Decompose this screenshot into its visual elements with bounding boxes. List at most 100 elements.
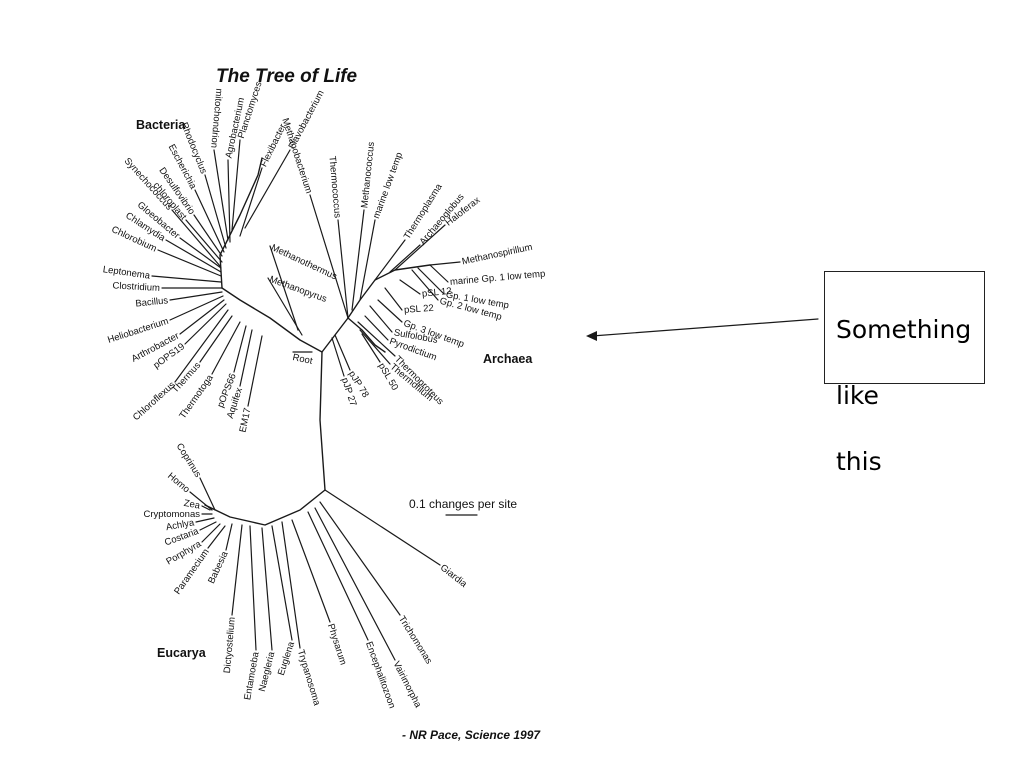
branch-naegleria [261, 527, 273, 651]
taxon-label-psl-12: pSL 12 [421, 286, 452, 300]
branch-giardia [324, 489, 441, 566]
branch-chloroplast [185, 219, 223, 263]
branch-methanococcus [351, 209, 365, 311]
taxon-label-achlya: Achlya [165, 517, 196, 533]
branch-dictyostelium [231, 524, 243, 616]
branch-synechococcus [171, 209, 221, 267]
taxon-label-em17: EM17 [238, 407, 254, 434]
branch-homo [189, 491, 213, 511]
branch-desulfovibrio [193, 214, 223, 257]
branch-pops19 [184, 303, 227, 345]
branch-gp-1-low-temp [417, 267, 445, 295]
taxon-label-zea: Zea [183, 498, 202, 512]
branch-paramecium [207, 525, 226, 549]
taxon-label-psl-22: pSL 22 [404, 303, 434, 316]
branch-physarum [291, 519, 331, 623]
branch-methanothermus [269, 245, 299, 331]
taxon-label-coprinus: Coprinus [174, 441, 204, 479]
branch-vairimorpha [314, 507, 396, 661]
taxon-label-trichomonas: Trichomonas [396, 614, 434, 666]
branch-sulfolobus [369, 305, 393, 333]
branch-coprinus [199, 477, 216, 511]
taxon-label-giardia: Giardia [438, 562, 469, 590]
taxon-label-physarum: Physarum [325, 622, 349, 666]
branch-babesia [225, 523, 233, 551]
branch-thermococcus [337, 219, 349, 319]
branch-psl-22 [384, 287, 403, 311]
taxon-label-marine-low-temp: marine low temp [371, 151, 405, 220]
taxon-label-encephalitozoon: Encephalitozoon [363, 640, 397, 710]
taxon-label-mitochondrion: mitochondrion [208, 88, 224, 148]
branch-thermotoga [211, 321, 241, 375]
taxon-label-marine-gp-1-low-temp: marine Gp. 1 low temp [450, 269, 546, 288]
taxon-label-clostridium: Clostridium [112, 280, 160, 293]
taxon-label-dictyostelium: Dictyostelium [222, 616, 238, 673]
branch-thermofilum [359, 329, 391, 365]
callout-line: this [836, 447, 882, 476]
branch-archaeoglobus [389, 244, 421, 273]
branch-encephalitozoon [307, 511, 369, 641]
branch-euglena [271, 525, 293, 641]
branch-arthrobacter [179, 299, 225, 335]
branch-marine-low-temp [359, 219, 376, 301]
bacteria-stem-branch [221, 287, 323, 353]
branch-thermus [199, 315, 233, 363]
root-label: Root [292, 352, 314, 367]
branch-pjp-78 [334, 334, 351, 371]
branch-methanobacterium [309, 194, 349, 319]
branch-haloferax [394, 224, 446, 271]
branch-chloroflexus [174, 309, 229, 383]
branch-heliobacterium [169, 295, 224, 321]
branch-porphyra [201, 523, 221, 543]
taxon-label-entamoeba: Entamoeba [242, 650, 261, 700]
branch-pyrodictium [364, 315, 389, 341]
branch-agrobacterium [227, 159, 231, 243]
tree-branches [151, 139, 461, 661]
branch-aquifex [239, 329, 253, 387]
branch-pops66 [233, 325, 247, 373]
arrow-head [586, 331, 597, 341]
bacteria-backbone-branch [219, 157, 263, 289]
eucarya-stem-branch [204, 489, 326, 526]
branch-chlorobium [157, 249, 222, 277]
branch-trichomonas [319, 501, 401, 616]
branch-chlamydia [165, 239, 222, 273]
arrow-shaft [591, 318, 819, 337]
branch-marine-gp-1-low-temp [429, 264, 449, 283]
callout-text: Something like this [836, 280, 971, 511]
branch-leptonema [151, 275, 222, 283]
taxon-label-methanopyrus: Methanopyrus [268, 274, 329, 305]
taxon-label-euglena: Euglena [276, 640, 297, 677]
callout-box: Something like this [824, 271, 985, 476]
domain-label-archaea: Archaea [483, 352, 533, 366]
citation: - NR Pace, Science 1997 [402, 728, 541, 742]
branch-zea [201, 505, 211, 511]
branch-escherichia [194, 189, 225, 253]
domain-label-bacteria: Bacteria [136, 118, 186, 132]
branch-gp-2-low-temp [411, 269, 439, 301]
branch-trypanosoma [281, 521, 301, 649]
taxon-label-methanococcus: Methanococcus [359, 141, 377, 209]
crenarchaea-branch [347, 317, 386, 353]
branch-entamoeba [249, 525, 257, 651]
branch-mitochondrion [213, 149, 229, 241]
branch-psl-50 [361, 333, 381, 363]
branch-thermoplasma [374, 239, 406, 281]
domain-label-eucarya: Eucarya [157, 646, 206, 660]
branch-flexibacter [239, 167, 263, 237]
branch-planctomyces [231, 139, 241, 231]
callout-arrow [586, 318, 819, 341]
callout-line: like [836, 381, 879, 410]
branch-achlya [195, 517, 215, 523]
branch-pjp-27 [331, 337, 345, 377]
branch-gp-3-low-temp [377, 299, 403, 323]
branch-psl-12 [399, 279, 421, 295]
taxon-label-leptonema: Leptonema [102, 264, 151, 282]
branch-flavobacterium [244, 149, 291, 229]
callout-line: Something [836, 315, 972, 344]
taxon-label-thermococcus: Thermococcus [326, 155, 342, 218]
taxon-label-bacillus: Bacillus [135, 295, 169, 309]
